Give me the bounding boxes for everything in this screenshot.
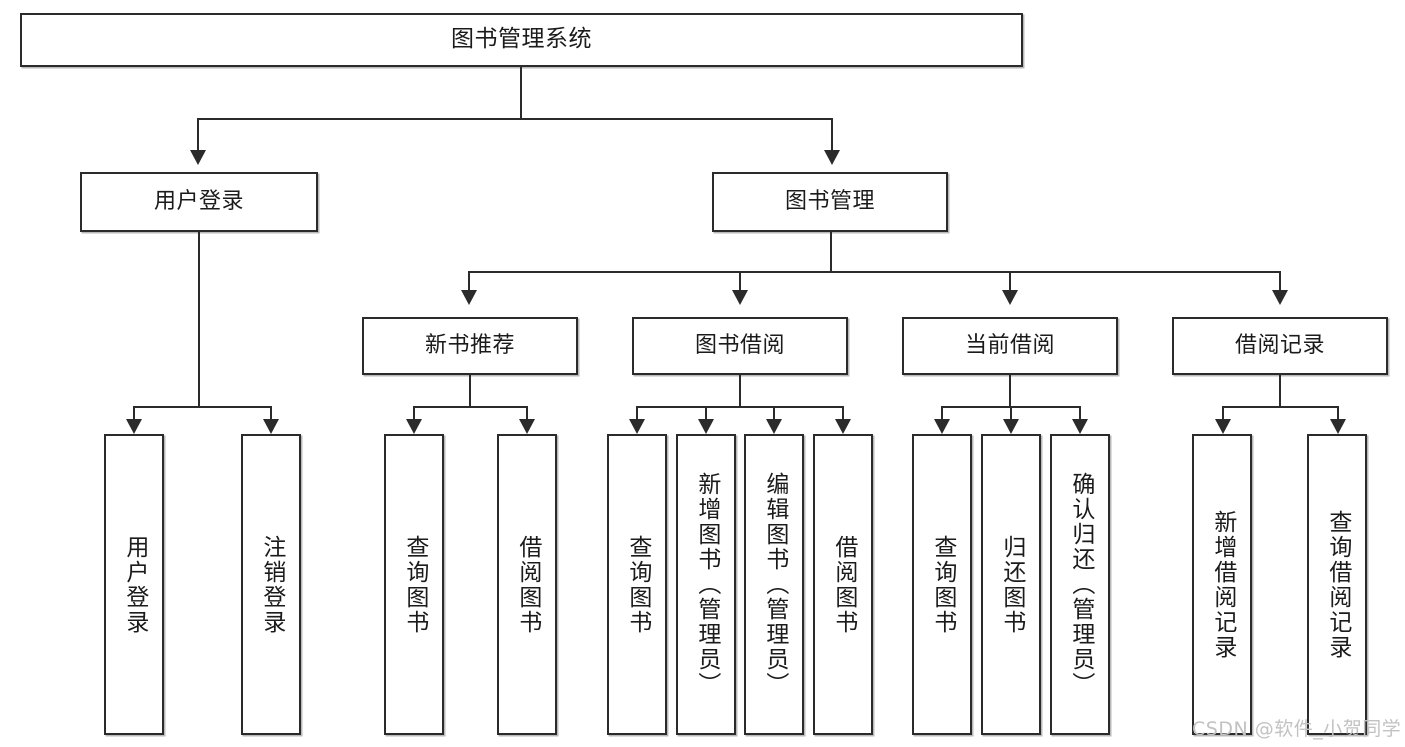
arrowhead-leaf-br-1 xyxy=(1215,419,1231,434)
edge-to-user-login xyxy=(197,118,199,152)
edge-new-book-bus xyxy=(413,406,528,408)
node-label: 新增图书（管理员） xyxy=(693,472,720,697)
edge-book-mgmt-down xyxy=(830,232,832,272)
edge-to-new-book xyxy=(468,271,470,293)
node-book-management[interactable]: 图书管理 xyxy=(712,172,948,232)
node-new-book-recommend[interactable]: 新书推荐 xyxy=(362,317,578,375)
edge-new-book-child-1 xyxy=(413,406,415,422)
node-label: 用户登录 xyxy=(121,534,148,635)
arrowhead-leaf-bb-1 xyxy=(629,419,645,434)
node-label: 借阅记录 xyxy=(1234,333,1325,359)
node-label: 借阅图书 xyxy=(514,534,541,635)
leaf-br-query-record[interactable]: 查询借阅记录 xyxy=(1307,434,1367,735)
edge-borrow-record-down xyxy=(1279,375,1281,407)
edge-new-book-down xyxy=(469,375,471,407)
arrowhead-leaf-br-2 xyxy=(1330,419,1346,434)
node-user-login[interactable]: 用户登录 xyxy=(80,172,318,232)
edge-user-login-down xyxy=(198,232,200,407)
edge-bus-level2 xyxy=(197,118,833,120)
edge-cb-child-2 xyxy=(1010,406,1012,422)
node-label: 图书借阅 xyxy=(694,333,785,359)
leaf-cb-return-book[interactable]: 归还图书 xyxy=(981,434,1041,735)
arrowhead-leaf-cb-3 xyxy=(1072,419,1088,434)
edge-bb-child-1 xyxy=(636,406,638,422)
edge-root-down xyxy=(520,67,522,119)
leaf-bb-query-book[interactable]: 查询图书 xyxy=(607,434,667,735)
edge-br-child-2 xyxy=(1337,406,1339,422)
node-label: 确认归还（管理员） xyxy=(1067,472,1094,697)
edge-bb-child-4 xyxy=(842,406,844,422)
edge-current-borrow-down xyxy=(1009,375,1011,407)
edge-bb-child-2 xyxy=(705,406,707,422)
arrowhead-leaf-nb-2 xyxy=(519,419,535,434)
node-label: 借阅图书 xyxy=(830,534,857,635)
node-label: 注销登录 xyxy=(258,534,285,635)
node-label: 图书管理 xyxy=(784,189,875,215)
arrowhead-leaf-user-login xyxy=(126,419,142,434)
leaf-cb-query-book[interactable]: 查询图书 xyxy=(912,434,972,735)
node-book-borrow[interactable]: 图书借阅 xyxy=(632,317,848,375)
arrowhead-leaf-bb-4 xyxy=(835,419,851,434)
node-root-system[interactable]: 图书管理系统 xyxy=(20,13,1023,67)
arrowhead-user-login xyxy=(190,150,206,165)
arrowhead-borrow-record xyxy=(1272,290,1288,305)
leaf-bb-edit-book-admin[interactable]: 编辑图书（管理员） xyxy=(744,434,804,735)
node-label: 当前借阅 xyxy=(964,333,1055,359)
node-label: 新书推荐 xyxy=(424,333,515,359)
node-label: 查询图书 xyxy=(624,534,651,635)
edge-user-login-child-2 xyxy=(270,406,272,422)
node-label: 用户登录 xyxy=(153,189,244,215)
edge-cb-child-1 xyxy=(941,406,943,422)
node-label: 编辑图书（管理员） xyxy=(761,472,788,697)
edge-br-child-1 xyxy=(1222,406,1224,422)
edge-borrow-record-bus xyxy=(1222,406,1339,408)
node-borrow-record[interactable]: 借阅记录 xyxy=(1172,317,1388,375)
arrowhead-book-mgmt xyxy=(824,150,840,165)
edge-user-login-bus xyxy=(133,406,272,408)
arrowhead-leaf-logout xyxy=(263,419,279,434)
arrowhead-new-book xyxy=(461,290,477,305)
edge-user-login-child-1 xyxy=(133,406,135,422)
leaf-cb-confirm-return-admin[interactable]: 确认归还（管理员） xyxy=(1050,434,1110,735)
node-label: 查询图书 xyxy=(929,534,956,635)
leaf-bb-add-book-admin[interactable]: 新增图书（管理员） xyxy=(676,434,736,735)
node-label: 归还图书 xyxy=(998,534,1025,635)
arrowhead-leaf-bb-3 xyxy=(766,419,782,434)
arrowhead-current-borrow xyxy=(1002,290,1018,305)
edge-to-borrow-record xyxy=(1279,271,1281,293)
edge-new-book-child-2 xyxy=(526,406,528,422)
leaf-nb-query-book[interactable]: 查询图书 xyxy=(384,434,444,735)
node-label: 新增借阅记录 xyxy=(1209,509,1236,660)
node-current-borrow[interactable]: 当前借阅 xyxy=(902,317,1118,375)
arrowhead-leaf-cb-1 xyxy=(934,419,950,434)
edge-to-current-borrow xyxy=(1009,271,1011,293)
edge-book-borrow-down xyxy=(739,375,741,407)
edge-cb-child-3 xyxy=(1079,406,1081,422)
edge-to-book-mgmt xyxy=(831,118,833,152)
node-label: 查询借阅记录 xyxy=(1324,509,1351,660)
node-label: 图书管理系统 xyxy=(451,26,592,53)
leaf-user-login[interactable]: 用户登录 xyxy=(104,434,164,735)
arrowhead-leaf-nb-1 xyxy=(406,419,422,434)
edge-book-borrow-bus xyxy=(636,406,844,408)
leaf-logout[interactable]: 注销登录 xyxy=(241,434,301,735)
arrowhead-leaf-cb-2 xyxy=(1003,419,1019,434)
arrowhead-book-borrow xyxy=(732,290,748,305)
leaf-br-add-record[interactable]: 新增借阅记录 xyxy=(1192,434,1252,735)
leaf-nb-borrow-book[interactable]: 借阅图书 xyxy=(497,434,557,735)
node-label: 查询图书 xyxy=(401,534,428,635)
leaf-bb-borrow-book[interactable]: 借阅图书 xyxy=(813,434,873,735)
edge-bb-child-3 xyxy=(773,406,775,422)
edge-level3-bus xyxy=(468,271,1280,273)
arrowhead-leaf-bb-2 xyxy=(698,419,714,434)
edge-to-book-borrow xyxy=(739,271,741,293)
